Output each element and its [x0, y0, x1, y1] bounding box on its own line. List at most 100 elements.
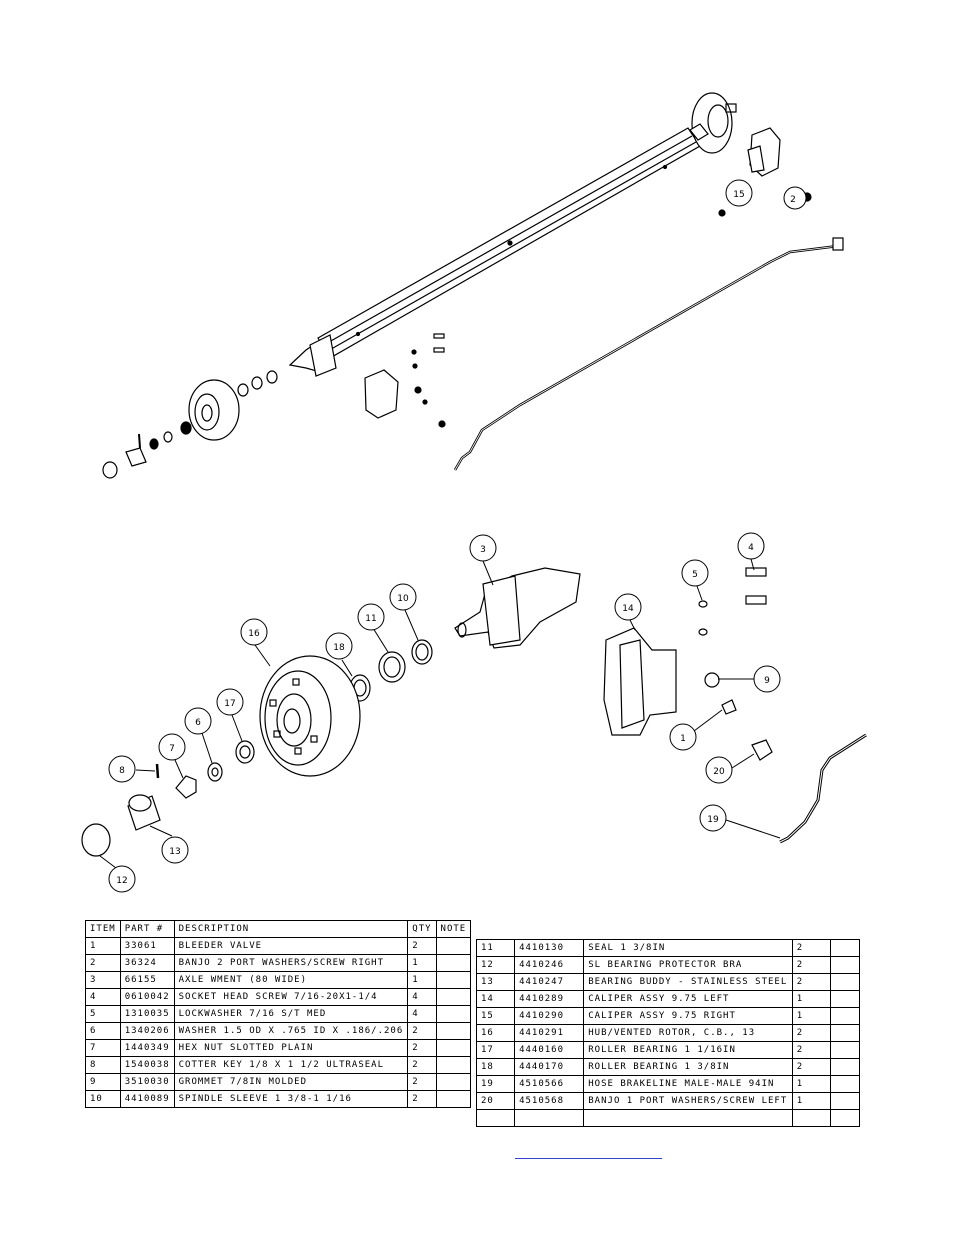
hub-balloon-labels: 1 3 4 5 6 7 8 9 10 11 12 13 14 16 17 18 … — [116, 543, 770, 886]
cell-description: CALIPER ASSY 9.75 LEFT — [583, 990, 793, 1008]
cell-description: ROLLER BEARING 1 1/16IN — [583, 1041, 793, 1059]
balloon-label-7: 7 — [169, 744, 175, 754]
cell-item: 6 — [85, 1022, 121, 1040]
balloon-label-20: 20 — [713, 767, 725, 777]
balloon-label-13: 13 — [169, 847, 180, 857]
cell-item — [475, 1109, 516, 1127]
cell-qty: 1 — [407, 971, 437, 989]
balloon-label-15: 15 — [733, 190, 744, 200]
cell-item: 12 — [475, 956, 516, 974]
header-item: ITEM — [85, 920, 121, 938]
cell-note — [829, 1092, 861, 1110]
balloon-label-18: 18 — [333, 643, 345, 653]
cell-qty: 1 — [791, 1092, 831, 1110]
cell-item: 4 — [85, 988, 121, 1006]
balloon-label-10: 10 — [397, 594, 409, 604]
cell-part: 36324 — [119, 954, 175, 972]
balloon-label-5: 5 — [692, 570, 698, 580]
parts-list-header: ITEM PART # DESCRIPTION QTY NOTE — [85, 920, 472, 938]
cell-item: 10 — [85, 1090, 121, 1108]
cell-note — [435, 971, 472, 989]
cell-qty: 2 — [407, 1022, 437, 1040]
table-row — [475, 1109, 861, 1127]
cell-note — [829, 990, 861, 1008]
cell-qty: 2 — [791, 973, 831, 991]
cell-qty: 1 — [791, 1007, 831, 1025]
cell-note — [435, 1073, 472, 1091]
cell-part — [514, 1109, 585, 1127]
hub-balloons — [108, 532, 781, 893]
hub-exploded-view — [81, 567, 867, 857]
cell-item: 11 — [475, 939, 516, 957]
cell-part: 4410290 — [514, 1007, 585, 1025]
cell-note — [435, 1022, 472, 1040]
cell-qty: 4 — [407, 1005, 437, 1023]
balloon-label-19: 19 — [707, 815, 719, 825]
cell-description: ROLLER BEARING 1 3/8IN — [583, 1058, 793, 1076]
balloon-label-6: 6 — [195, 718, 201, 728]
cell-note — [435, 988, 472, 1006]
cell-part: 3510030 — [119, 1073, 175, 1091]
cell-description — [583, 1109, 793, 1127]
balloon-label-14: 14 — [622, 604, 634, 614]
cell-part: 1440349 — [119, 1039, 175, 1057]
leader-lines — [99, 558, 781, 869]
cell-part: 1340206 — [119, 1022, 175, 1040]
cell-note — [435, 954, 472, 972]
exploded-assembly-drawing: 15 2 — [81, 92, 867, 893]
cell-part: 4410247 — [514, 973, 585, 991]
cell-note — [829, 973, 861, 991]
cell-part: 0610042 — [119, 988, 175, 1006]
header-part: PART # — [119, 920, 175, 938]
cell-qty: 2 — [407, 937, 437, 955]
cell-qty: 2 — [791, 1058, 831, 1076]
cell-part: 33061 — [119, 937, 175, 955]
cell-qty: 2 — [791, 1024, 831, 1042]
cell-description: HEX NUT SLOTTED PLAIN — [173, 1039, 409, 1057]
cell-description: SEAL 1 3/8IN — [583, 939, 793, 957]
cell-item: 14 — [475, 990, 516, 1008]
cell-item: 15 — [475, 1007, 516, 1025]
cell-note — [829, 1075, 861, 1093]
cell-note — [829, 1041, 861, 1059]
cell-part: 4440170 — [514, 1058, 585, 1076]
cell-qty: 2 — [407, 1056, 437, 1074]
axle-balloons — [725, 179, 807, 210]
cell-part: 4440160 — [514, 1041, 585, 1059]
cell-item: 5 — [85, 1005, 121, 1023]
cell-part: 4410291 — [514, 1024, 585, 1042]
cell-description: HUB/VENTED ROTOR, C.B., 13 — [583, 1024, 793, 1042]
cell-item: 1 — [85, 937, 121, 955]
balloon-label-16: 16 — [248, 629, 260, 639]
cell-note — [435, 1005, 472, 1023]
cell-part: 4410289 — [514, 990, 585, 1008]
cell-qty: 2 — [791, 1041, 831, 1059]
cell-part: 66155 — [119, 971, 175, 989]
cell-description: CALIPER ASSY 9.75 RIGHT — [583, 1007, 793, 1025]
cell-note — [829, 1058, 861, 1076]
cell-part: 4510568 — [514, 1092, 585, 1110]
cell-item: 18 — [475, 1058, 516, 1076]
cell-item: 16 — [475, 1024, 516, 1042]
cell-note — [829, 939, 861, 957]
cell-part: 1310035 — [119, 1005, 175, 1023]
footer-link-underline[interactable] — [515, 1150, 662, 1159]
cell-note — [435, 937, 472, 955]
cell-item: 20 — [475, 1092, 516, 1110]
balloon-label-9: 9 — [764, 676, 770, 686]
cell-description: AXLE WMENT (80 WIDE) — [173, 971, 409, 989]
cell-qty — [791, 1109, 831, 1127]
balloon-label-2: 2 — [790, 195, 796, 205]
